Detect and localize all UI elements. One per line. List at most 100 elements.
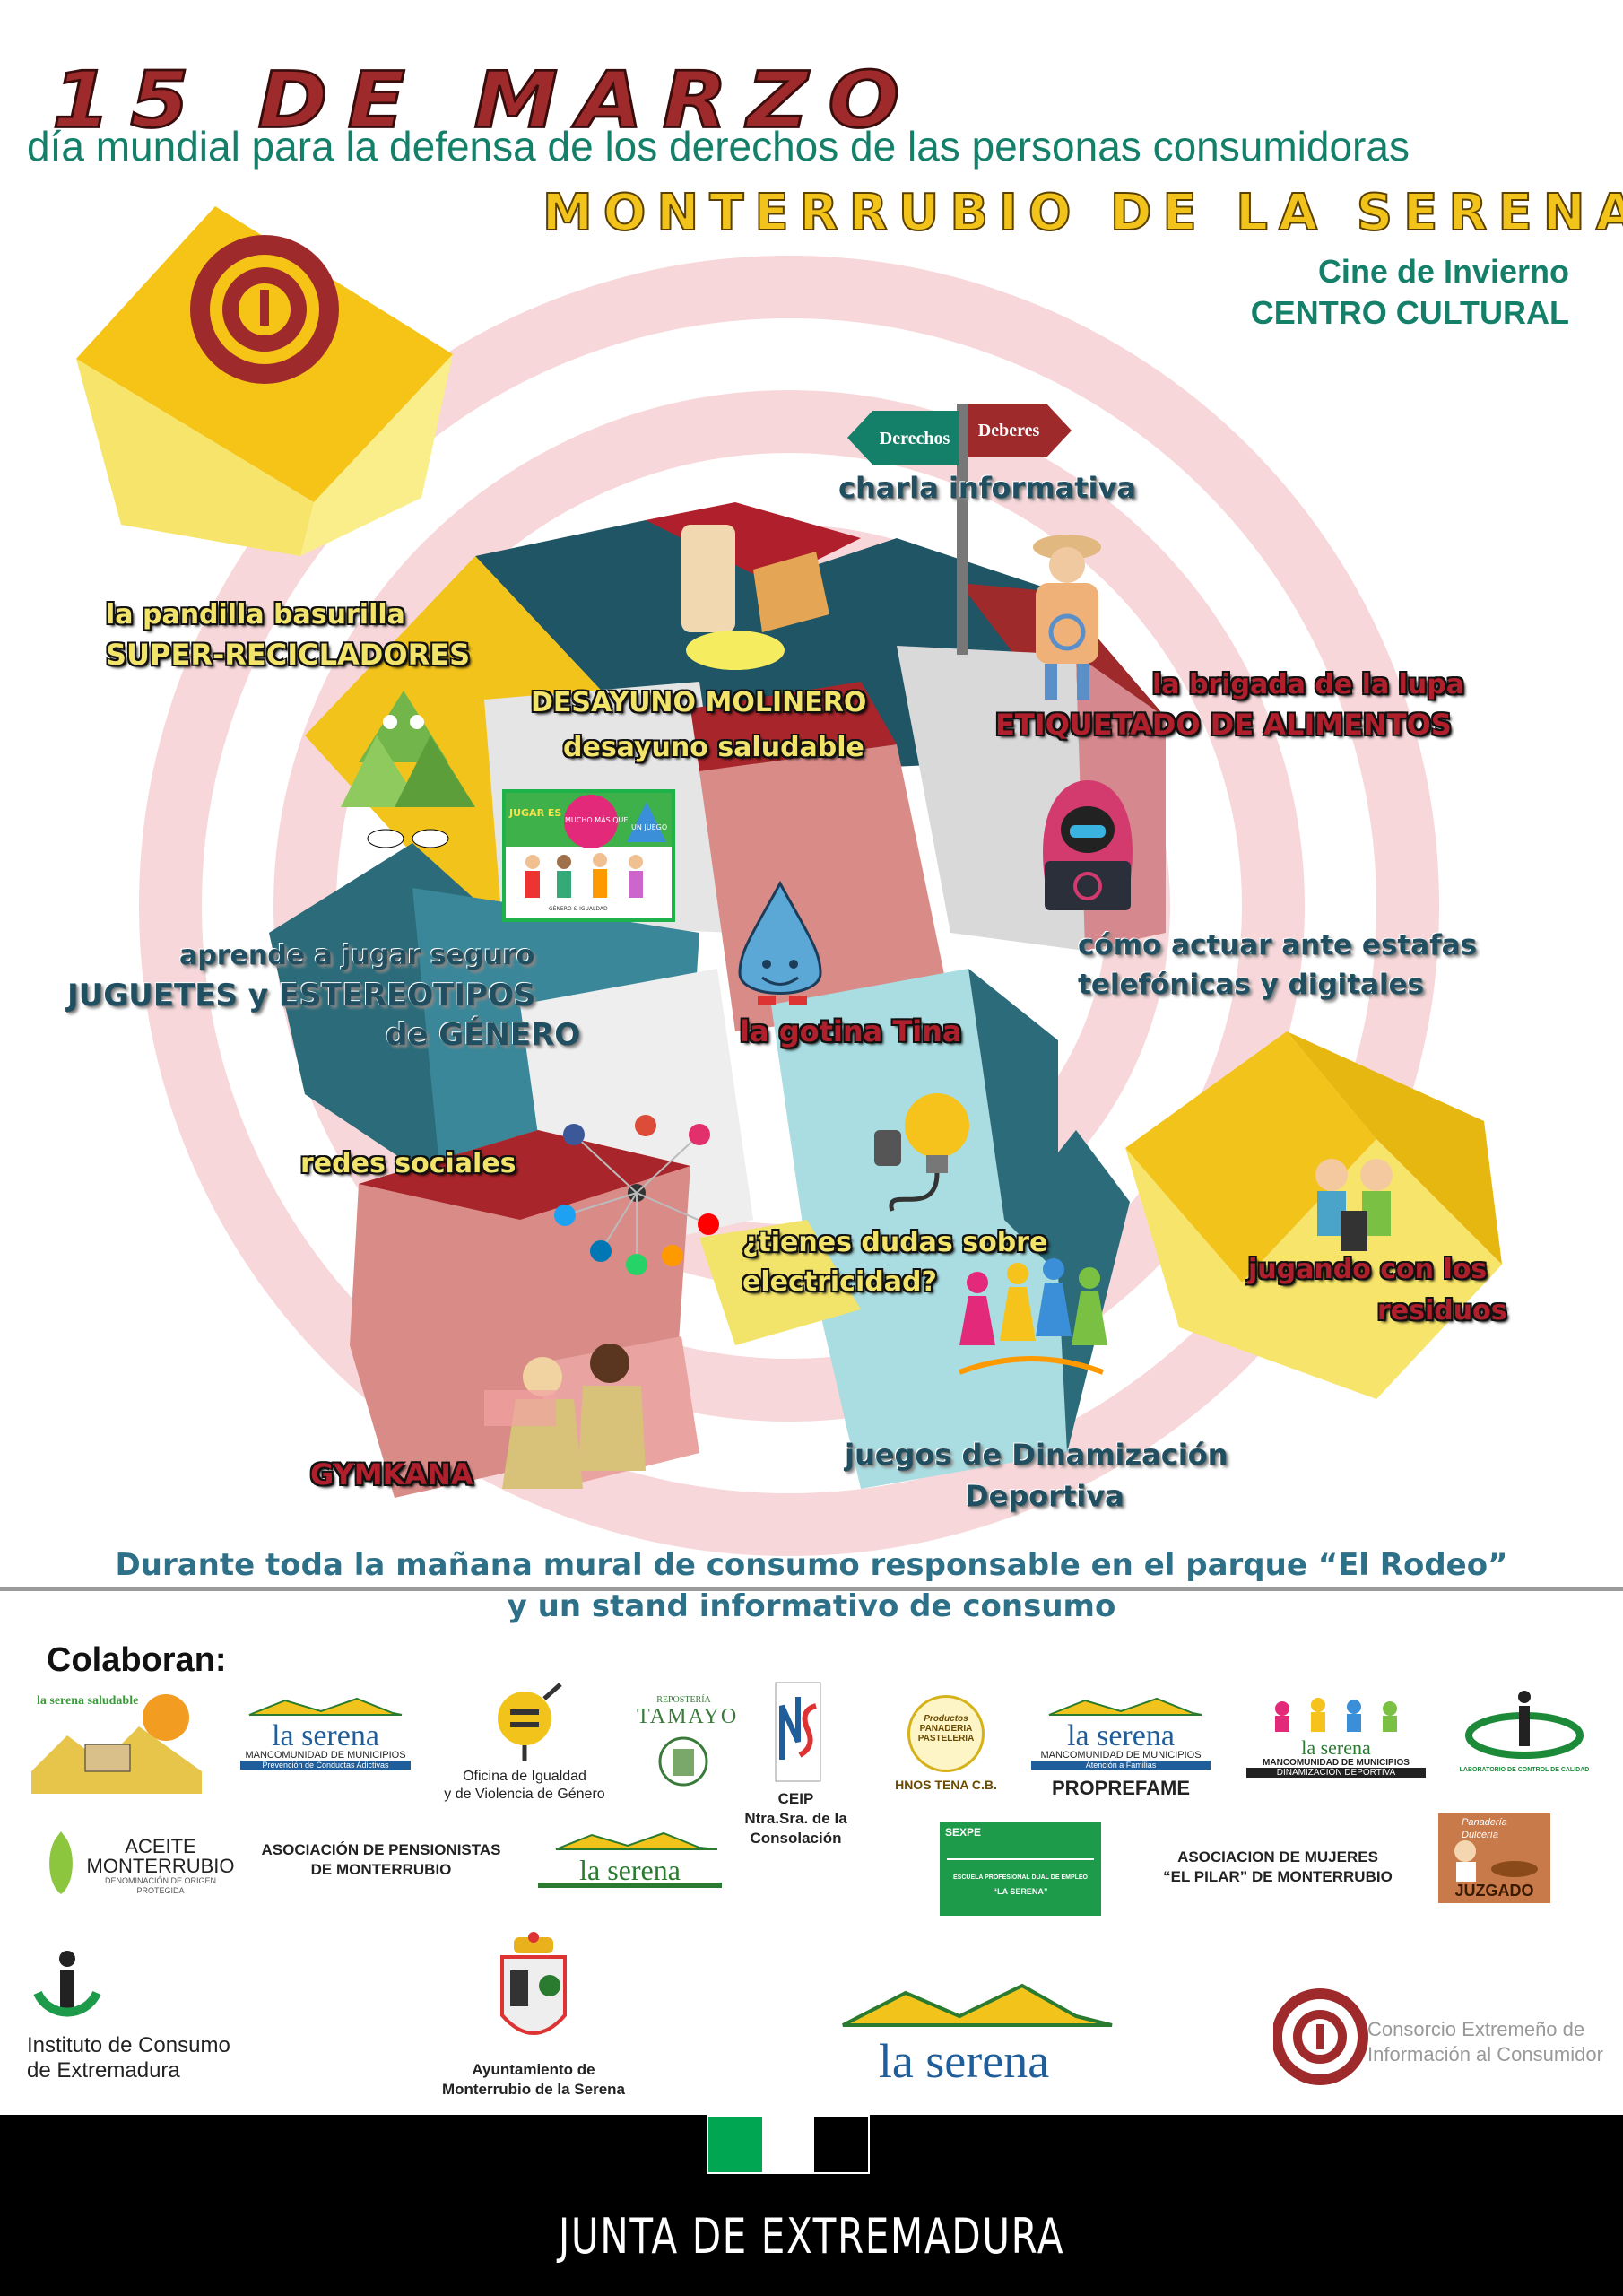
atencion-text: Atención a Familias [1031,1761,1211,1770]
juzgado-line-3: JUZGADO [1454,1882,1534,1900]
mancomunidad-text-3: MANCOMUNIDAD DE MUNICIPIOS [1263,1758,1410,1768]
logo-serena-proprefame: la serena MANCOMUNIDAD DE MUNICIPIOS Ate… [1031,1695,1211,1812]
laboratorio-icon [1465,1691,1584,1759]
logo-consorcio: Consorcio Extremeño de Información al Co… [1273,1987,1605,2085]
panaderia-line-3: PASTELERIA [917,1734,975,1744]
ayuntamiento-line-1: Ayuntamiento de [472,2061,595,2078]
logo-instituto-consumo: Instituto de Consumo de Extremadura [27,1948,251,2083]
banner-line-2: y un stand informativo de consumo [507,1588,1116,1624]
venue-line-2: CENTRO CULTURAL [1250,294,1569,331]
logo-laboratorio: LABORATORIO DE CONTROL DE CALIDAD [1453,1686,1596,1776]
toy-poster-text-c: UN JUEGO [631,823,668,831]
pensionistas-line-1: ASOCIACIÓN DE PENSIONISTAS [261,1841,501,1858]
mujeres-line-2: “EL PILAR” DE MONTERRUBIO [1163,1868,1393,1885]
logo-aceite-monterrubio: ACEITE MONTERRUBIO DENOMINACIÓN DE ORIGE… [43,1830,240,1901]
dinamizacion-text: DINAMIZACIÓN DEPORTIVA [1246,1768,1426,1778]
toy-poster-text-d: GÉNERO & IGUALDAD [549,906,608,912]
serena-mountain-icon-3 [555,1831,718,1850]
page-title: 15 DE MARZO [50,55,920,147]
page-subtitle: día mundial para la defensa de los derec… [27,123,1410,170]
junta-extremadura: JUNTA DE EXTREMADURA [558,2208,1065,2265]
logo-panaderia-tena: Productos PANADERIA PASTELERIA HNOS TENA… [893,1695,999,1803]
venue-line-1: Cine de Invierno [1317,253,1569,290]
amphora-icon [49,1831,73,1894]
logo-serena-deportiva: la serena MANCOMUNIDAD DE MUNICIPIOS DIN… [1246,1698,1426,1792]
label-electricidad-2: electricidad? [742,1266,937,1298]
school-ns-icon [775,1682,821,1782]
consorcio-logo-icon [1273,1988,1368,2085]
consorcio-ring-icon [190,235,339,384]
aceite-line-3: DENOMINACIÓN DE ORIGEN PROTEGIDA [104,1876,216,1895]
logo-tamayo: REPOSTERÍA TAMAYO [637,1695,739,1794]
ceip-line-1: CEIP [777,1790,814,1807]
logo-ayuntamiento: Ayuntamiento de Monterrubio de la Serena [417,1930,650,2109]
consorcio-line-2: Información al Consumidor [1367,2043,1603,2066]
label-brigada-2: ETIQUETADO DE ALIMENTOS [995,708,1452,742]
logo-juzgado: Panadería Dulcería JUZGADO [1438,1813,1550,1903]
flag-icon [707,2115,870,2174]
label-desayuno-2: desayuno saludable [563,732,864,763]
serena-mountain-icon-big [842,1983,1113,2027]
igualdad-line-1: Oficina de Igualdad [463,1769,586,1784]
serena-mountain-icon [248,1697,403,1716]
label-juguetes-2: JUGUETES y ESTEREOTIPOS [67,978,536,1013]
divider [0,1587,1623,1591]
central-cube-cluster [269,502,1166,1498]
serena-text-3: la serena [1301,1736,1371,1759]
label-residuos-1: jugando con los [1248,1254,1488,1285]
ayuntamiento-line-2: Monterrubio de la Serena [441,2081,626,2098]
serena-turismo-text: la serena [579,1854,681,1886]
juzgado-line-1: Panadería [1462,1817,1507,1828]
logo-igualdad: Oficina de Igualdad y de Violencia de Gé… [435,1683,614,1804]
sexpe-text: SEXPE [945,1826,982,1839]
baker-icon [1454,1840,1538,1882]
detective-mascot-icon [1033,535,1101,700]
tamayo-name: TAMAYO [637,1705,739,1728]
mancomunidad-text: MANCOMUNIDAD DE MUNICIPIOS [245,1750,406,1761]
residuos-cube [1125,1031,1502,1399]
toy-poster-text-b: MUCHO MÁS QUE [565,816,629,824]
logo-pensionistas: ASOCIACIÓN DE PENSIONISTAS DE MONTERRUBI… [260,1840,502,1880]
logo-mujeres-el-pilar: ASOCIACION DE MUJERES “EL PILAR” DE MONT… [1148,1848,1408,1887]
label-pandilla-1: la pandilla basurilla [106,599,405,631]
town-name: MONTERRUBIO DE LA SERENA [542,183,1623,243]
logo-serena-prevencion: la serena MANCOMUNIDAD DE MUNICIPIOS Pre… [240,1695,411,1785]
label-pandilla-2: SUPER-RECICLADORES [106,638,471,672]
label-redes: redes sociales [300,1148,516,1179]
instituto-line-1: Instituto de Consumo [27,2033,230,2057]
serena-text: la serena [272,1719,379,1752]
signpost-deberes: Deberes [977,421,1040,440]
label-estafas-1: cómo actuar ante estafas [1078,929,1477,961]
signpost [847,404,1072,655]
landscape-icon [31,1694,202,1794]
coat-of-arms-icon [658,1736,708,1787]
gender-equality-icon [498,1683,562,1761]
instituto-consumo-icon [33,1951,101,2017]
logo-serena-turismo: la serena [538,1831,722,1890]
serena-mountain-icon-2 [1048,1697,1202,1716]
recycle-mascot-icon [341,691,475,848]
label-desayuno-1: DESAYUNO MOLINERO [531,687,867,718]
panaderia-line-1: Productos [924,1714,968,1724]
hacker-icon [1043,780,1133,910]
aceite-line-2: MONTERRUBIO [86,1855,235,1877]
breakfast-illustration [681,525,829,670]
tamayo-top: REPOSTERÍA [656,1695,711,1705]
municipal-shield-icon [500,1932,567,2035]
serena-big-text: la serena [878,2034,1050,2088]
logo-serena-saludable: la serena saludable [31,1691,202,1794]
panaderia-line-2: PANADERIA [919,1724,973,1734]
sexpe-name-text: “LA SERENA” [993,1887,1048,1896]
ceip-line-3: Consolación [750,1830,842,1847]
sexpe-school-text: ESCUELA PROFESIONAL DUAL DE EMPLEO [953,1874,1088,1881]
logo-serena-big: la serena [807,1980,1121,2085]
consorcio-line-1: Consorcio Extremeño de [1367,2018,1585,2040]
collaborators-heading: Colaboran: [47,1641,227,1679]
instituto-line-2: de Extremadura [27,2058,180,2083]
social-network-icon [554,1115,719,1275]
label-deportiva-2: Deportiva [965,1479,1124,1513]
label-brigada-1: la brigada de la lupa [1152,669,1465,700]
juzgado-line-2: Dulcería [1462,1830,1498,1840]
ceip-line-2: Ntra.Sra. de la [744,1810,847,1827]
label-gotina: la gotina Tina [740,1014,962,1048]
